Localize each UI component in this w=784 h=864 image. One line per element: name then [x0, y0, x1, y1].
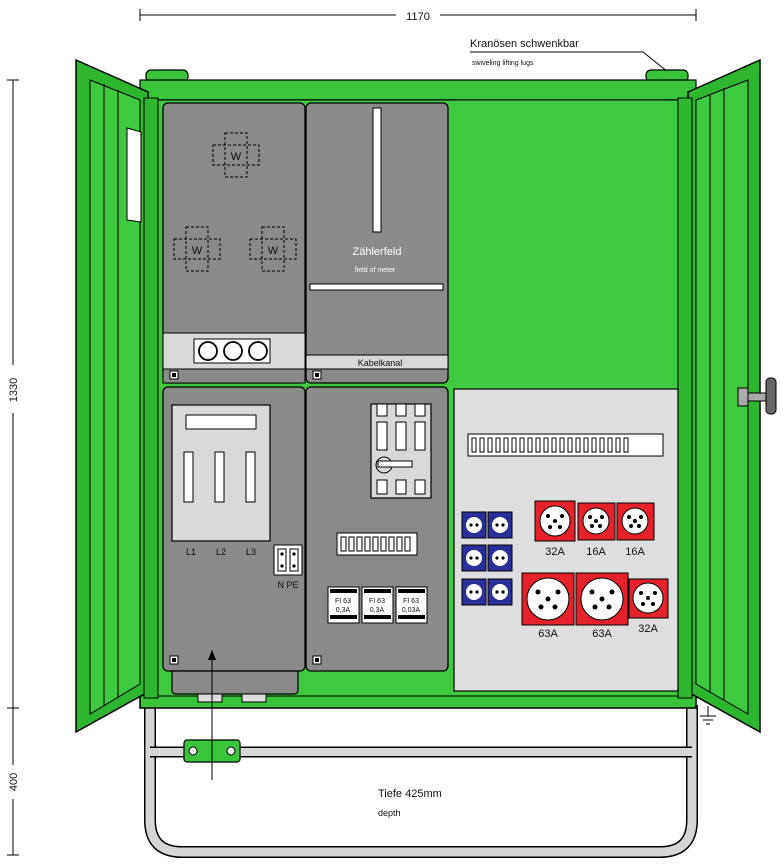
blue-socket — [487, 511, 513, 539]
depth-label-en: depth — [378, 808, 401, 818]
lifting-lugs-annotation: Kranösen schwenkbar swiveling lifting lu… — [470, 38, 669, 73]
fuse-label-l2: L2 — [216, 547, 226, 557]
rcd-1-line1: FI 63 — [335, 598, 351, 605]
socket-label-32a-top: 32A — [545, 546, 565, 558]
socket-label-32a-bottom: 32A — [638, 623, 658, 635]
rcd-2-line1: FI 63 — [369, 598, 385, 605]
blue-sockets — [461, 511, 513, 606]
meter-symbol-2-label: W — [192, 245, 203, 257]
ground-icon — [700, 706, 716, 725]
meter-symbol-1 — [212, 132, 260, 178]
meter-symbol-2 — [173, 226, 221, 272]
fuse-label-l1: L1 — [186, 547, 196, 557]
left-door-document-pocket — [126, 127, 142, 223]
right-door — [677, 58, 777, 734]
rcd-3: FI 63 0,03A — [395, 586, 428, 624]
red-socket-63a-2 — [575, 572, 629, 626]
meter-field-label-de: Zählerfeld — [353, 246, 402, 258]
meter-field-label-en: field of meter — [355, 267, 396, 274]
meter-panel: W W W — [162, 102, 306, 384]
rcd-2: FI 63 0,3A — [361, 586, 394, 624]
main-fuse-panel: L1 L2 L3 N PE — [162, 386, 306, 780]
blue-socket — [487, 544, 513, 572]
rcd-2-line2: 0,3A — [370, 607, 385, 614]
rcd-panel: FI 63 0,3A FI 63 0,3A FI 63 0,03A — [305, 386, 449, 672]
red-socket-32a-top — [534, 500, 576, 542]
blue-socket — [461, 544, 487, 572]
red-socket-63a-1 — [521, 572, 575, 626]
rcd-3-line2: 0,03A — [402, 607, 421, 614]
n-pe-label: N PE — [277, 580, 298, 590]
socket-label-63a-1: 63A — [538, 628, 558, 640]
outlet-panel: 32A 16A 16A 63A 63A 32A — [453, 388, 679, 692]
red-socket-16a-2 — [616, 502, 655, 541]
meter-symbol-3-label: W — [268, 245, 279, 257]
socket-label-16a-2: 16A — [625, 546, 645, 558]
meter-symbol-3 — [249, 226, 297, 272]
blue-socket — [461, 578, 487, 606]
red-socket-32a-bottom — [628, 578, 669, 619]
red-socket-16a-1 — [577, 502, 616, 541]
socket-label-63a-2: 63A — [592, 628, 612, 640]
door-handle — [765, 377, 777, 415]
height-dimension: 1330 400 — [5, 79, 21, 856]
blue-socket — [461, 511, 487, 539]
fuse-label-l3: L3 — [246, 547, 256, 557]
width-dimension: 1170 — [139, 7, 697, 23]
lifting-lugs-label-de: Kranösen schwenkbar — [470, 38, 579, 50]
height-frame-label: 400 — [8, 773, 20, 791]
meter-field-panel: Zählerfeld field of meter Kabelkanal — [305, 102, 449, 384]
fuse-holders — [193, 338, 271, 364]
depth-label-de: Tiefe 425mm — [378, 788, 442, 800]
rcd-1: FI 63 0,3A — [327, 586, 360, 624]
breaker-strip — [467, 433, 664, 457]
lifting-lugs-label-en: swiveling lifting lugs — [472, 60, 534, 67]
height-cabinet-label: 1330 — [8, 378, 20, 402]
rcd-3-line1: FI 63 — [403, 598, 419, 605]
base-frame — [144, 705, 698, 858]
left-door — [75, 58, 159, 734]
socket-label-16a-1: 16A — [586, 546, 606, 558]
meter-symbol-1-label: W — [231, 151, 242, 163]
width-label: 1170 — [406, 11, 430, 23]
cable-channel-label: Kabelkanal — [358, 358, 403, 368]
rcd-1-line2: 0,3A — [336, 607, 351, 614]
blue-socket — [487, 578, 513, 606]
